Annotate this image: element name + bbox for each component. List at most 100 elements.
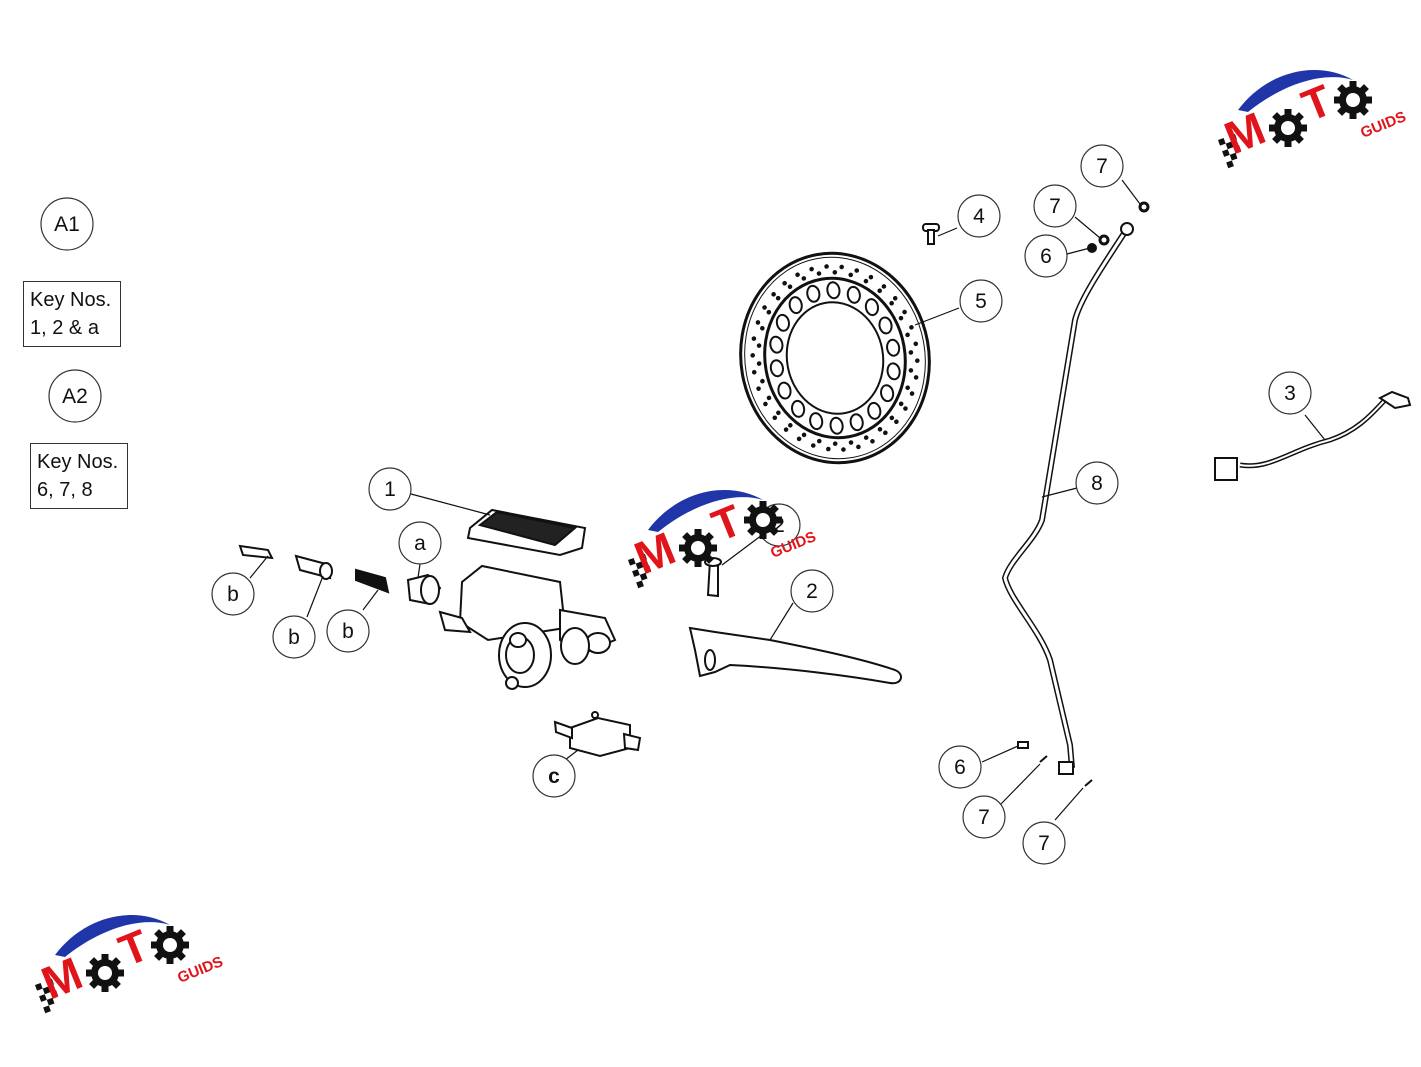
disc-perforation	[788, 422, 793, 428]
callout-b: b	[342, 620, 354, 643]
disc-bolt-hole	[809, 412, 824, 431]
disc-perforation	[913, 375, 919, 380]
disc-perforation	[763, 401, 768, 407]
callout-1: 1	[384, 478, 396, 501]
disc-perforation	[760, 378, 765, 384]
callout-c: c	[548, 765, 560, 788]
disc-perforation	[909, 391, 915, 396]
callout-7: 7	[1049, 195, 1061, 218]
watermark-logo-bottom-left	[34, 915, 225, 1013]
disc-perforation	[905, 385, 910, 391]
disc-perforation	[772, 415, 778, 421]
disc-perforation	[839, 264, 844, 270]
callout-5: 5	[975, 290, 987, 313]
watermark-logo-top-right	[1217, 70, 1408, 168]
disc-perforation	[898, 315, 904, 321]
disc-perforation	[751, 369, 757, 375]
disc-perforation	[881, 284, 887, 289]
disc-perforation	[848, 272, 854, 278]
disc-perforation	[898, 401, 904, 407]
disc-perforation	[909, 325, 914, 330]
disc-bolt-hole	[878, 316, 893, 335]
disc-bolt-hole	[867, 401, 882, 420]
watermark-logo-center	[627, 490, 818, 588]
disc-perforation	[816, 271, 822, 276]
disc-perforation	[908, 350, 914, 355]
disc-perforation	[892, 295, 898, 301]
master-cylinder-part	[438, 508, 617, 690]
disc-perforation	[795, 272, 800, 278]
callout-7: 7	[1096, 155, 1108, 178]
disc-perforation	[756, 343, 762, 348]
disc-perforation	[903, 406, 908, 411]
disc-perforation	[824, 264, 829, 269]
callout-7: 7	[1038, 832, 1050, 855]
callout-a2-circle	[48, 369, 102, 423]
bolt-part	[922, 223, 940, 245]
callout-2: 2	[773, 514, 785, 537]
disc-perforation	[776, 410, 781, 416]
key-box-a1: Key Nos. 1, 2 & a	[23, 281, 121, 347]
leader-lines	[249, 179, 1326, 821]
disc-perforation	[756, 361, 762, 366]
callout-b: b	[227, 583, 239, 606]
disc-perforation	[796, 436, 802, 442]
callout-2: 2	[806, 580, 818, 603]
disc-perforation	[751, 336, 757, 341]
disc-perforation	[863, 435, 869, 440]
disc-perforation	[760, 325, 765, 331]
disc-bolt-hole	[846, 285, 861, 304]
disc-bolt-hole	[769, 335, 784, 354]
disc-perforation	[801, 432, 807, 438]
disc-perforation	[883, 430, 888, 436]
callout-a1: A1	[54, 213, 80, 236]
disc-perforation	[832, 441, 838, 446]
disc-bolt-hole	[849, 413, 864, 432]
disc-bolt-hole	[886, 338, 901, 357]
disc-bolt-hole	[886, 362, 901, 381]
disc-bolt-hole	[791, 399, 806, 418]
disc-perforation	[809, 266, 814, 272]
disc-perforation	[762, 305, 767, 310]
key-box-a2: Key Nos. 6, 7, 8	[30, 443, 128, 509]
disc-perforation	[868, 274, 874, 280]
disc-perforation	[787, 284, 793, 290]
piston-kit-parts	[238, 544, 390, 594]
callout-labels: A1 A2 1 a b b b c 2 2 4 5 7 7 6 8 3 6 7 …	[54, 155, 1296, 855]
callouts	[40, 144, 1312, 865]
disc-perforation	[856, 444, 861, 450]
disc-perforation	[877, 426, 883, 432]
disc-bolt-hole	[826, 281, 841, 300]
disc-perforation	[905, 332, 910, 338]
callout-4: 4	[973, 205, 985, 228]
callout-a: a	[414, 532, 426, 555]
disc-perforation	[894, 419, 899, 425]
disc-perforation	[766, 309, 772, 315]
disc-perforation	[832, 270, 838, 275]
callout-6: 6	[954, 756, 966, 779]
disc-perforation	[913, 341, 919, 347]
disc-perforation	[889, 415, 895, 421]
brake-switch-harness-part	[1214, 390, 1412, 481]
disc-bolt-hole	[880, 384, 895, 403]
disc-perforation	[771, 291, 776, 297]
disc-perforation	[826, 446, 831, 452]
disc-bolt-hole	[769, 359, 784, 378]
disc-perforation	[915, 358, 920, 363]
disc-perforation	[854, 268, 860, 273]
disc-perforation	[782, 280, 787, 286]
disc-perforation	[902, 309, 907, 315]
disc-perforation	[766, 395, 772, 401]
callout-7: 7	[978, 806, 990, 829]
disc-perforation	[775, 295, 781, 301]
brake-lever-part	[688, 557, 902, 685]
disc-bolt-hole	[864, 298, 879, 317]
callout-a1-circle	[40, 197, 94, 251]
disc-perforation	[756, 386, 761, 391]
disc-bolt-hole	[777, 381, 792, 400]
disc-perforation	[810, 443, 816, 448]
disc-bolt-hole	[806, 284, 821, 303]
callout-3: 3	[1284, 382, 1296, 405]
